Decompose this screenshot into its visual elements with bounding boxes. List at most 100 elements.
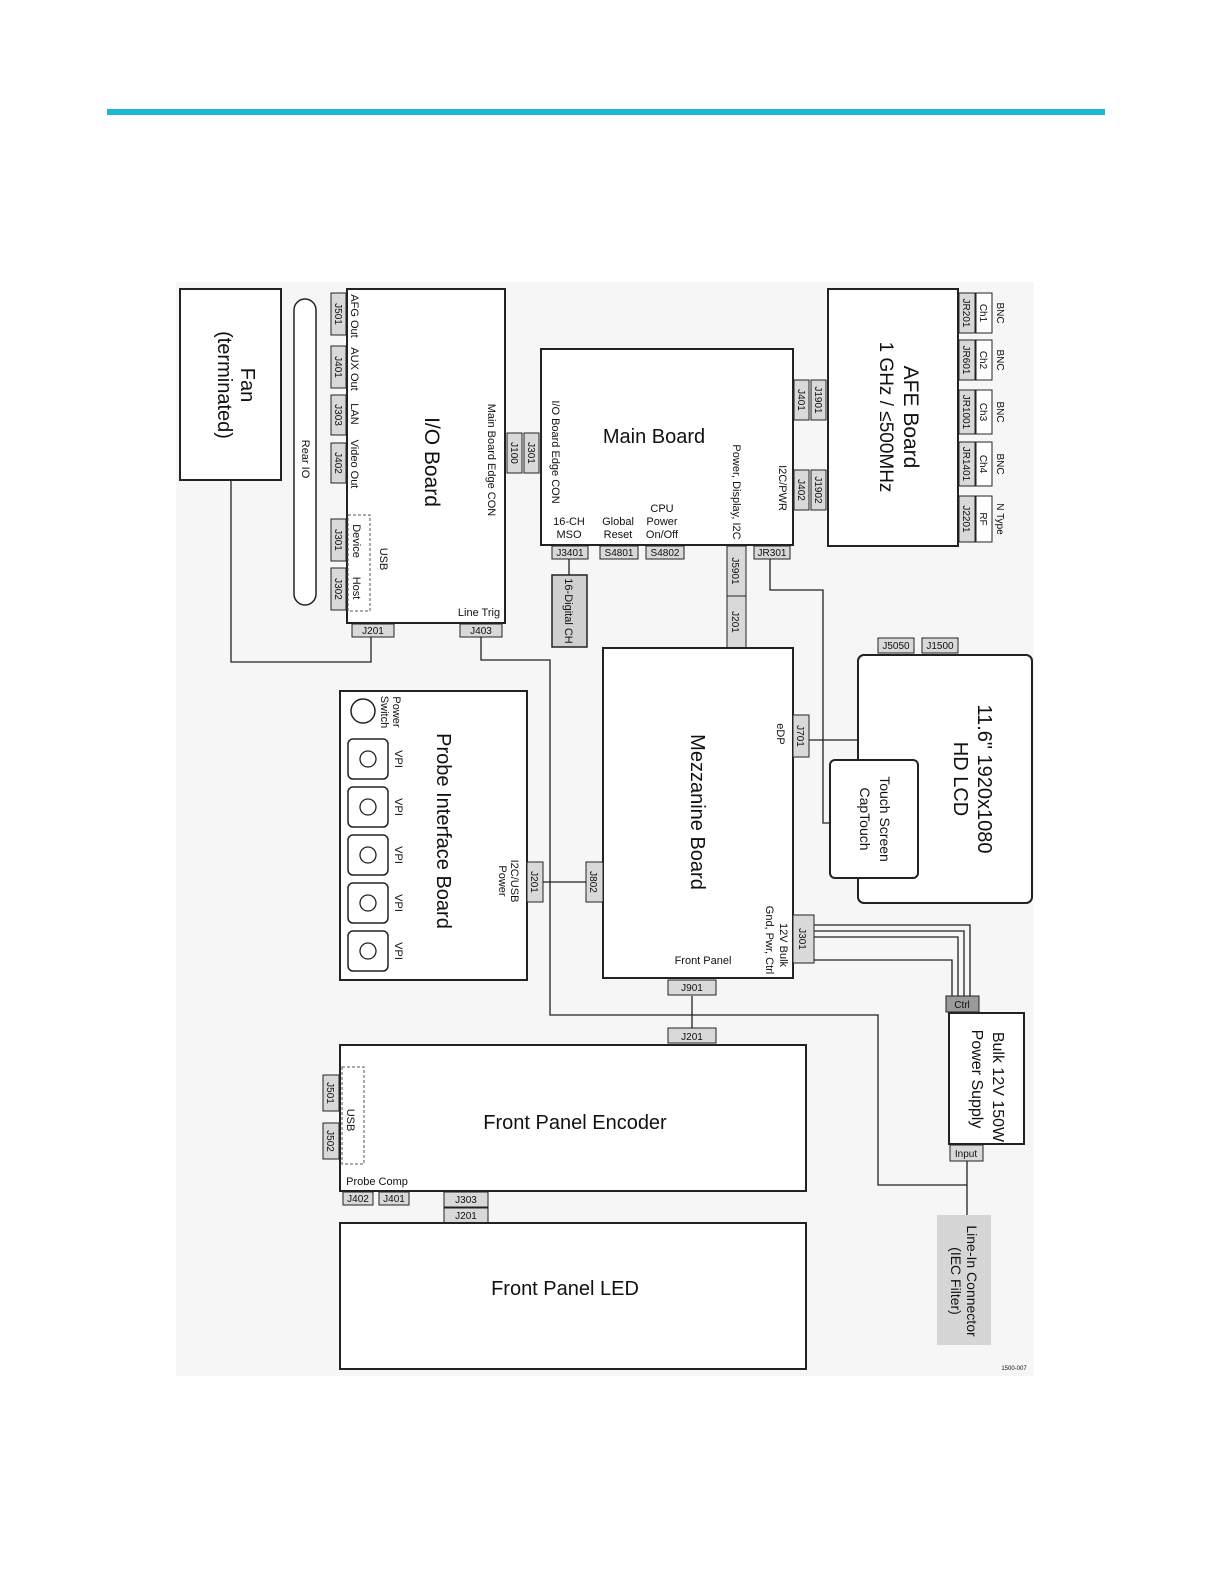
vpi-port-3: VPI xyxy=(347,834,404,876)
mezzanine-board: Mezzanine Board eDP Front Panel 12V Bulk… xyxy=(602,647,794,979)
lan-label: LAN xyxy=(348,403,360,424)
video-out-label: Video Out xyxy=(348,440,360,489)
led-board: J201 Front Panel LED xyxy=(339,1207,807,1370)
probe-label: Probe Interface Board xyxy=(432,733,454,929)
j401-connector: J401 xyxy=(332,356,343,378)
j901-connector: J901 xyxy=(681,983,703,994)
main-board: Main Board I/O Board Edge CON Power, Dis… xyxy=(540,348,794,546)
encoder-usb-label: USB xyxy=(344,1109,356,1132)
enc-j201-connector: J201 xyxy=(681,1032,703,1043)
cpu-label-3: On/Off xyxy=(646,529,679,541)
afe-connectors: JR201 Ch1 BNC JR601 Ch2 BNC JR1001 Ch3 B… xyxy=(958,292,1005,543)
j100-connector: J100 xyxy=(508,442,519,464)
usb-group xyxy=(347,514,371,612)
psu-label: Bulk 12V 150W xyxy=(989,1032,1006,1143)
ch4-label: Ch4 xyxy=(977,455,988,474)
fan-label: Fan xyxy=(236,368,258,402)
s4801-connector: S4801 xyxy=(605,548,634,559)
main-j402-connector: J402 xyxy=(795,479,806,501)
ch2-label: Ch2 xyxy=(977,351,988,370)
mso-label-1: 16-CH xyxy=(553,516,585,528)
j1901-connector: J1901 xyxy=(812,386,823,414)
vpi-port-5: VPI xyxy=(347,930,404,972)
wire-psu-4 xyxy=(814,959,953,996)
jr1401-connector: JR1401 xyxy=(960,447,971,482)
probe-comp-label: Probe Comp xyxy=(346,1176,408,1188)
encoder-usb-group xyxy=(341,1066,365,1165)
main-edge-label: Main Board Edge CON xyxy=(485,404,497,517)
bnc-label-2: BNC xyxy=(994,349,1005,370)
j802-connector: J802 xyxy=(587,871,598,893)
header-rule xyxy=(107,109,1105,115)
power-switch-label-1: Power xyxy=(390,696,402,728)
io-j201-connector: J201 xyxy=(362,626,384,637)
afe-label: AFE Board xyxy=(899,366,922,469)
power-switch-label-2: Switch xyxy=(378,696,390,728)
bnc-label-3: BNC xyxy=(994,401,1005,422)
front-panel-label: Front Panel xyxy=(675,955,732,967)
bnc-label-1: BNC xyxy=(994,302,1005,323)
main-board-label: Main Board xyxy=(603,426,705,448)
vpi-port-1: VPI xyxy=(347,738,404,780)
host-label: Host xyxy=(350,577,362,600)
j2201-connector: J2201 xyxy=(960,505,971,533)
vpi-label-5: VPI xyxy=(392,942,404,960)
bulk12-label: 12V Bulk xyxy=(777,923,789,968)
wire-psu-1 xyxy=(814,924,971,996)
vpi-label-1: VPI xyxy=(392,750,404,768)
vpi-label-2: VPI xyxy=(392,798,404,816)
main-j401-connector: J401 xyxy=(795,389,806,411)
j1500-connector: J1500 xyxy=(926,641,954,652)
s4802-connector: S4802 xyxy=(651,548,680,559)
led-label: Front Panel LED xyxy=(491,1278,639,1300)
wire-fan-j201 xyxy=(230,480,372,663)
io-board-label: I/O Board xyxy=(420,417,443,507)
vpi-label-3: VPI xyxy=(392,846,404,864)
jr201-connector: JR201 xyxy=(960,299,971,328)
rear-io-label: Rear IO xyxy=(299,440,311,479)
probe-j201-connector: J201 xyxy=(528,871,539,893)
encoder-label: Front Panel Encoder xyxy=(483,1112,667,1134)
jr1001-connector: JR1001 xyxy=(960,395,971,430)
probe-power-label: Power xyxy=(496,865,508,897)
lcd-block: 11.6" 1920x1080 HD LCD J5050 J1500 Touch… xyxy=(829,637,1033,904)
j502-connector: J502 xyxy=(324,1130,335,1152)
j5050-connector: J5050 xyxy=(882,641,910,652)
line-trig-label: Line Trig xyxy=(458,607,500,619)
input-label: Input xyxy=(955,1149,977,1160)
j5901-connector: J5901 xyxy=(729,557,740,585)
fan-sublabel: (terminated) xyxy=(213,331,235,439)
reset-label-1: Global xyxy=(602,516,634,528)
j1902-connector: J1902 xyxy=(812,476,823,504)
lcd-sublabel: HD LCD xyxy=(949,742,971,816)
j701-connector: J701 xyxy=(794,725,805,747)
touch-sublabel: CapTouch xyxy=(857,787,873,850)
io-connectors: J501 J401 J303 J402 J301 J302 J201 J403 … xyxy=(330,292,540,638)
cpu-label-2: Power xyxy=(646,516,678,528)
wire-psu-3 xyxy=(814,936,959,996)
enc-j501-connector: J501 xyxy=(324,1082,335,1104)
led-j201-connector: J201 xyxy=(455,1211,477,1222)
mso-label-2: MSO xyxy=(556,529,582,541)
vpi-port-4: VPI xyxy=(347,882,404,924)
io-board: I/O Board AFG Out AUX Out LAN Video Out … xyxy=(346,288,506,624)
mezzanine-label: Mezzanine Board xyxy=(686,734,708,890)
wire-psu-2 xyxy=(814,930,965,996)
main-connectors: J3401 S4801 S4802 J5901 J201 JR301 J401 … xyxy=(551,379,827,649)
ch3-label: Ch3 xyxy=(977,403,988,422)
ch1-label: Ch1 xyxy=(977,304,988,323)
touch-label: Touch Screen xyxy=(877,776,893,862)
device-label: Device xyxy=(350,524,362,558)
psu-block: Bulk 12V 150W Power Supply Ctrl Input xyxy=(945,995,1025,1162)
linein-label: Line-In Connector xyxy=(964,1225,980,1337)
vpi-label-4: VPI xyxy=(392,894,404,912)
enc-j303-connector: J303 xyxy=(455,1195,477,1206)
rf-label: RF xyxy=(977,512,988,525)
lcd-label: 11.6" 1920x1080 xyxy=(973,704,995,853)
reset-label-2: Reset xyxy=(604,529,633,541)
jr301-connector: JR301 xyxy=(758,548,787,559)
mezz-j301-connector: J301 xyxy=(796,928,807,950)
j301-connector: J301 xyxy=(332,529,343,551)
cpu-label-1: CPU xyxy=(650,503,673,515)
